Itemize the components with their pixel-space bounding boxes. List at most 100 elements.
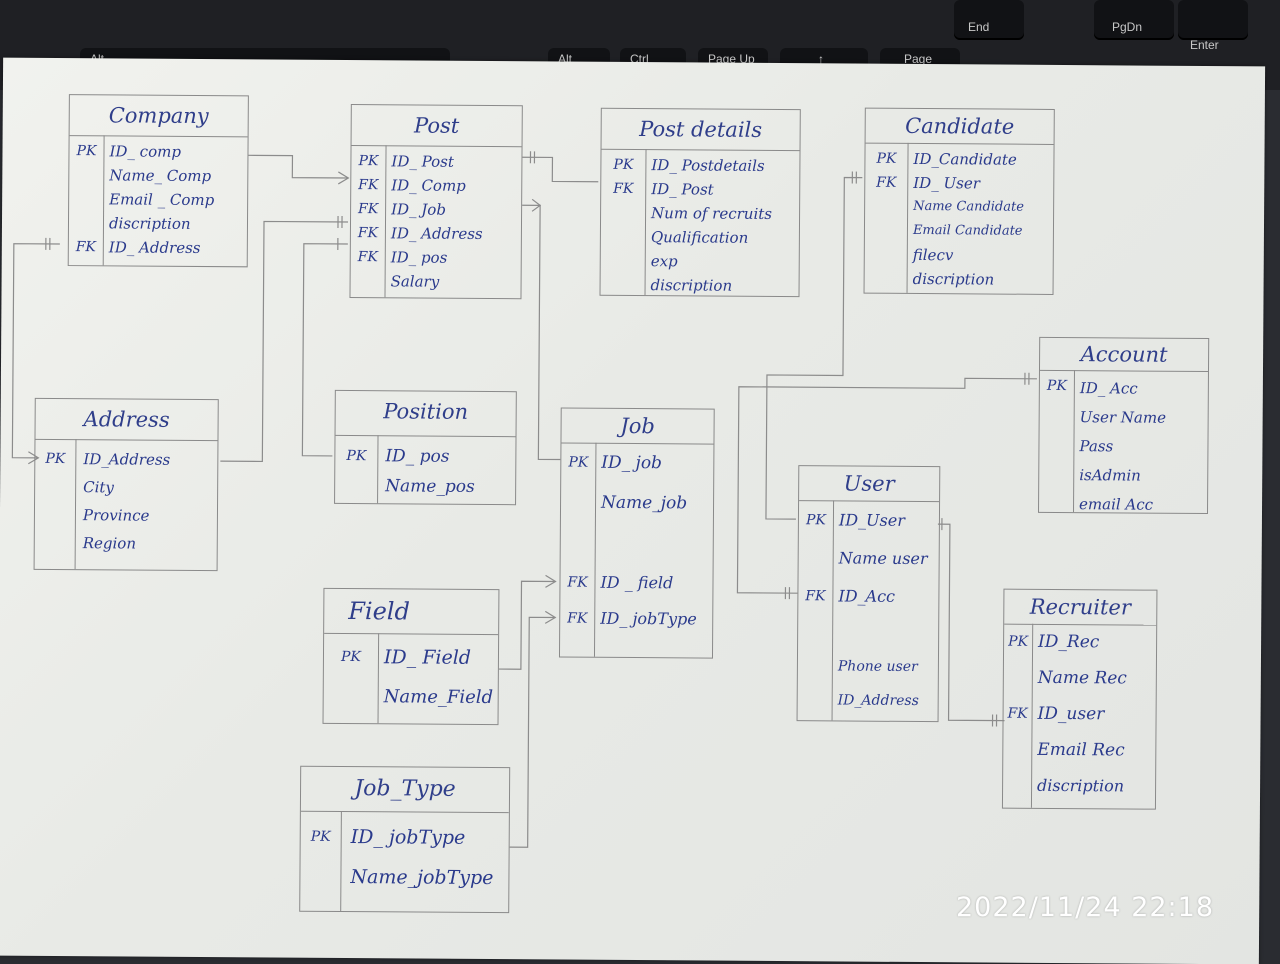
key-label xyxy=(1039,446,1073,470)
key-label xyxy=(1040,398,1074,422)
attribute: Email _ Comp xyxy=(109,187,245,212)
entity-recruiter: Recruiter PK FK ID_Rec Name Rec ID_user … xyxy=(1002,589,1158,810)
key-enter: Enter xyxy=(1178,0,1248,40)
attribute-list: ID_ comp Name_ Comp Email _ Comp discrip… xyxy=(109,139,246,260)
key-label: PK xyxy=(865,147,907,171)
attribute: Name_jobType xyxy=(350,865,506,906)
key-column: PK FK FK FK FK xyxy=(350,145,386,297)
entity-candidate: Candidate PK FK ID_Candidate ID_ User Na… xyxy=(864,108,1055,295)
key-label xyxy=(1039,470,1073,494)
key-label: PK xyxy=(301,825,341,865)
key-label: PK xyxy=(799,508,833,546)
key-column: PK xyxy=(300,811,342,911)
key-label xyxy=(798,654,832,688)
key-label: Enter xyxy=(1190,38,1219,52)
attribute-list: ID_Candidate ID_ User Name Candidate Ema… xyxy=(913,147,1052,292)
key-column: PK xyxy=(335,435,378,503)
entity-title: Candidate xyxy=(866,109,1054,145)
entity-title: Job xyxy=(561,409,713,445)
attribute: ID_Address xyxy=(838,688,936,723)
rel-user-recruiter xyxy=(937,524,1006,720)
entity-title: Recruiter xyxy=(1004,590,1156,626)
key-label xyxy=(323,685,377,725)
entity-user: User PK FK ID_User Name user ID_Acc Phon… xyxy=(797,465,941,722)
key-label xyxy=(1003,774,1031,810)
attribute: Province xyxy=(83,501,215,530)
key-column: PK FK xyxy=(69,135,105,265)
attribute: discription xyxy=(650,273,796,298)
rel-post-postdetails xyxy=(522,157,598,182)
key-label xyxy=(601,249,645,273)
attribute: ID_ jobType xyxy=(600,607,710,644)
key-column: PK FK FK xyxy=(560,443,596,657)
attribute: ID_Address xyxy=(83,445,215,474)
attribute: Region xyxy=(83,529,215,558)
key-label xyxy=(69,187,103,211)
attribute-list: ID_User Name user ID_Acc Phone user ID_A… xyxy=(838,508,937,723)
key-label xyxy=(600,273,644,297)
attribute: ID_ job xyxy=(601,451,711,492)
entity-company: Company PK FK ID_ comp Name_ Comp Email … xyxy=(68,94,249,267)
entity-position: Position PK ID_ pos Name_pos xyxy=(334,390,517,505)
attribute-list: ID_ Field Name_Field xyxy=(383,645,496,726)
attribute: Name Candidate xyxy=(913,195,1051,220)
attribute: exp xyxy=(651,249,797,274)
key-label: FK xyxy=(601,177,645,201)
key-label xyxy=(1003,738,1031,774)
key-label xyxy=(601,225,645,249)
key-label: PK xyxy=(601,153,645,177)
key-label: FK xyxy=(351,197,385,221)
attribute: City xyxy=(83,473,215,502)
key-label xyxy=(865,219,907,243)
entity-title: Post details xyxy=(602,109,800,151)
key-label: FK xyxy=(69,235,103,259)
key-label xyxy=(601,201,645,225)
key-label: End xyxy=(968,20,989,34)
key-column: PK FK xyxy=(1003,624,1033,808)
attribute-list: ID_ Post ID_ Comp ID_ Job ID_ Address ID… xyxy=(391,149,520,294)
entity-title: Position xyxy=(336,391,516,437)
attribute: User Name xyxy=(1080,403,1206,433)
entity-post: Post PK FK FK FK FK ID_ Post ID_ Comp ID… xyxy=(349,104,522,299)
key-end: End xyxy=(954,0,1024,40)
key-column: PK FK xyxy=(798,500,835,720)
attribute: ID_ Postdetails xyxy=(651,153,797,178)
attribute: Name_pos xyxy=(385,471,513,502)
key-column: PK FK xyxy=(601,149,647,295)
attribute: ID_ Field xyxy=(384,645,496,686)
key-label: PK xyxy=(335,441,377,471)
key-column: PK xyxy=(324,633,380,723)
attribute: ID_Candidate xyxy=(913,147,1051,172)
attribute: ID_ User xyxy=(913,171,1051,196)
key-label: PK xyxy=(69,139,103,163)
attribute-list: ID_ jobType Name_jobType xyxy=(350,825,507,906)
entity-post-details: Post details PK FK ID_ Postdetails ID_ P… xyxy=(600,108,801,297)
key-label xyxy=(35,529,75,557)
key-column: PK xyxy=(1039,370,1075,512)
rel-company-post xyxy=(248,155,348,178)
attribute-list: ID_ Acc User Name Pass isAdmin email Acc xyxy=(1079,374,1206,520)
key-label xyxy=(798,688,832,722)
entity-job-type: Job_Type PK ID_ jobType Name_jobType xyxy=(299,766,510,913)
attribute: Phone user xyxy=(838,654,936,689)
attribute: ID_ Acc xyxy=(1080,374,1206,404)
rel-field-job xyxy=(499,581,556,669)
key-label: FK xyxy=(560,607,594,643)
attribute-list: ID_Address City Province Region xyxy=(83,445,216,558)
entity-address: Address PK ID_Address City Province Regi… xyxy=(34,398,219,571)
attribute-list: ID_Rec Name Rec ID_user Email Rec discri… xyxy=(1037,630,1154,811)
attribute-list: ID_ Postdetails ID_ Post Num of recruits… xyxy=(650,153,797,298)
attribute-list: ID_ job Name_job ID _ field ID_ jobType xyxy=(600,451,711,644)
key-label xyxy=(865,243,907,267)
attribute: Name_Field xyxy=(383,685,495,726)
entity-title: User xyxy=(799,466,939,502)
entity-title: Job_Type xyxy=(301,767,509,813)
paper-sheet: Company PK FK ID_ comp Name_ Comp Email … xyxy=(0,58,1265,964)
key-label xyxy=(69,163,103,187)
key-label: PgDn xyxy=(1112,20,1142,34)
attribute: ID_ pos xyxy=(385,441,513,472)
attribute: ID_User xyxy=(839,508,937,547)
attribute: ID_ Post xyxy=(391,149,519,174)
key-label: PK xyxy=(1004,630,1032,666)
attribute: discription xyxy=(1037,774,1153,811)
